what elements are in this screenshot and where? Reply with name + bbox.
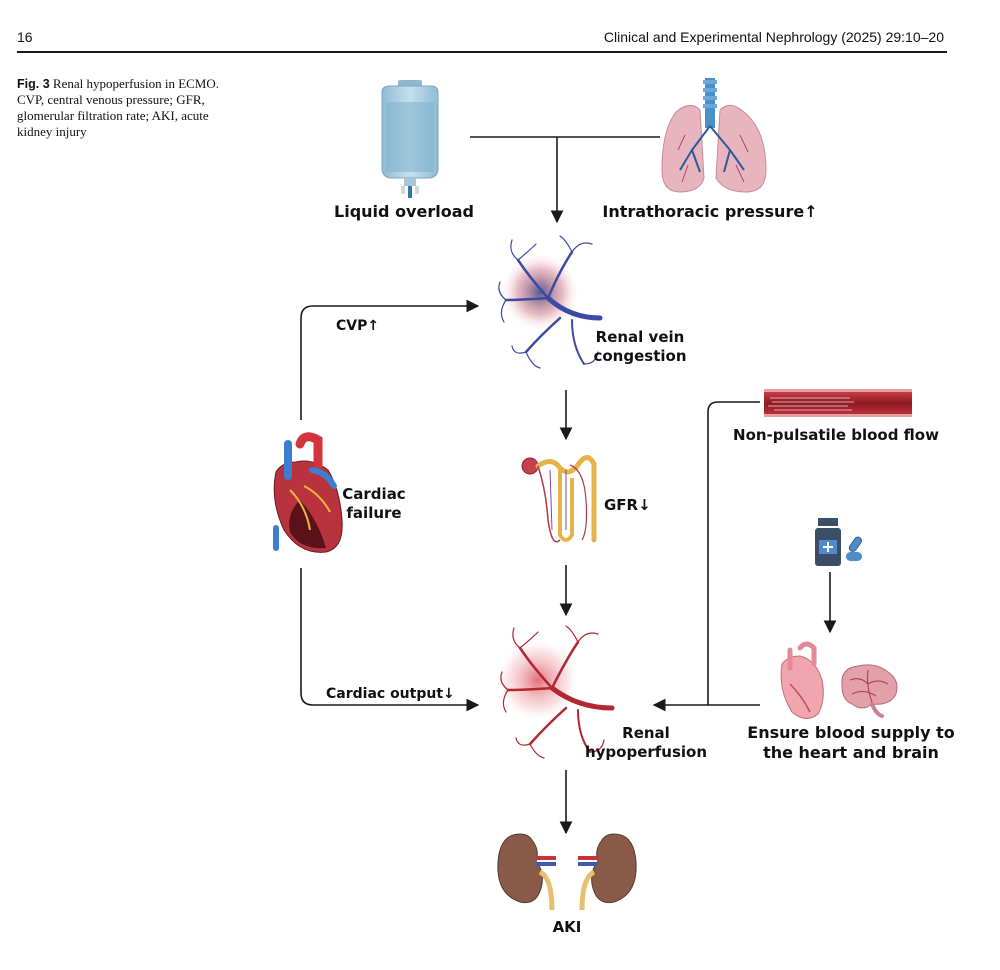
nephron-icon: [521, 455, 597, 543]
cardiac-output-label: Cardiac output↓: [326, 686, 455, 702]
cardiac-failure-label-line2: failure: [346, 504, 401, 522]
renal-vein-label-line1: Renal vein: [596, 328, 685, 346]
arrow-cvp: [300, 299, 480, 420]
header-rule: [17, 51, 947, 53]
kidneys-icon: [497, 833, 637, 911]
blood-vessel-icon: [764, 389, 912, 417]
ensure-supply-label-line1: Ensure blood supply to: [747, 723, 954, 742]
iv-bag-icon: [381, 80, 439, 198]
intrathoracic-pressure-label: Intrathoracic pressure↑: [602, 202, 817, 221]
ensure-supply-label-line2: the heart and brain: [763, 743, 939, 762]
renal-vein-label-line2: congestion: [593, 347, 686, 365]
connector-lines: [300, 136, 837, 835]
gfr-label: GFR↓: [604, 496, 651, 514]
arrow-cardiac-output: [300, 568, 480, 712]
lungs-icon: [661, 78, 767, 193]
non-pulsatile-label: Non-pulsatile blood flow: [733, 426, 939, 444]
renal-hypoperfusion-label-line2: hypoperfusion: [585, 743, 707, 761]
medication-icon: [815, 518, 862, 566]
figure-label: Fig. 3: [17, 77, 50, 91]
page-number: 16: [17, 29, 33, 45]
cvp-label: CVP↑: [336, 318, 379, 334]
renal-hypoperfusion-kidney-icon: [496, 625, 615, 759]
figure-caption: Fig. 3 Renal hypoperfusion in ECMO. CVP,…: [17, 76, 222, 140]
figure-caption-text: Renal hypoperfusion in ECMO. CVP, centra…: [17, 76, 219, 139]
renal-hypoperfusion-label-line1: Renal: [622, 724, 670, 742]
cardiac-failure-label-line1: Cardiac: [342, 485, 405, 503]
journal-header: Clinical and Experimental Nephrology (20…: [603, 29, 944, 45]
heart-brain-icon: [780, 641, 898, 719]
heart-icon: [273, 432, 343, 553]
renal-vein-kidney-icon: [498, 235, 603, 369]
aki-label: AKI: [553, 918, 582, 936]
liquid-overload-label: Liquid overload: [334, 202, 474, 221]
nonpulsatile-line: [707, 401, 760, 705]
